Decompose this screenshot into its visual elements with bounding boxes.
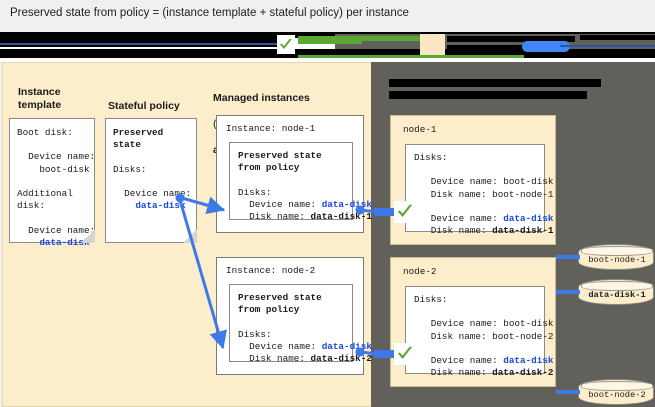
n2-data-device-key: Device name: bbox=[414, 355, 504, 367]
node-disks-box-node-2: Disks: Device name: boot-disk Disk name:… bbox=[405, 286, 553, 378]
n1-section: Disks: bbox=[414, 152, 448, 163]
managed-instance-label-node-1: Instance: node-1 bbox=[226, 123, 316, 134]
n1-boot-device-key: Device name: bbox=[414, 176, 504, 188]
stateful-policy-card: Preserved state Disks: Device name: data… bbox=[105, 118, 197, 243]
preserved-state-body-node-2: Preserved state from policy Disks: Devic… bbox=[230, 285, 372, 365]
sp-line-0: Disks: bbox=[113, 163, 147, 175]
n1-boot-disk-key: Disk name: bbox=[414, 188, 493, 200]
n2-boot-disk-value: boot-node-2 bbox=[492, 330, 554, 342]
node-disks-body-node-1: Disks: Device name: boot-disk Disk name:… bbox=[406, 145, 553, 236]
disk-label-boot-node-1: boot-node-1 bbox=[588, 255, 646, 265]
ps2-disk-value: data-disk-2 bbox=[310, 353, 372, 365]
legend-strip bbox=[0, 32, 655, 62]
right-panel-redaction-line1 bbox=[389, 79, 601, 87]
legend-green-rule-short bbox=[298, 41, 362, 44]
n2-data-disk-value: data-disk-2 bbox=[492, 367, 554, 379]
legend-check-icon bbox=[277, 35, 295, 54]
preserved-state-box-node-2: Preserved state from policy Disks: Devic… bbox=[229, 284, 372, 365]
disk-label-data-disk-1: data-disk-1 bbox=[588, 290, 646, 300]
it-line-9-data-disk: data-disk bbox=[17, 236, 90, 248]
it-line-5: Additional bbox=[17, 188, 73, 200]
node-disks-box-node-1: Disks: Device name: boot-disk Disk name:… bbox=[405, 144, 553, 236]
legend-redaction-bottom bbox=[0, 49, 655, 58]
heading-stateful-policy: Stateful policy bbox=[108, 100, 180, 112]
node-name-node-1: node-1 bbox=[403, 124, 437, 135]
ps2-device-value: data-disk bbox=[321, 340, 372, 352]
diagram-body: Instance template Stateful policy Manage… bbox=[0, 62, 655, 407]
n1-data-device-value: data-disk bbox=[503, 213, 554, 225]
connector-stub-node-1 bbox=[374, 208, 396, 216]
ps1-title: Preserved state from policy bbox=[238, 150, 322, 174]
heading-instance-template: Instance template bbox=[18, 86, 62, 111]
it-line-8: Device name: bbox=[17, 224, 96, 236]
ps2-device-key: Device name: bbox=[238, 340, 322, 352]
sp-line-2: Device name: bbox=[113, 188, 192, 200]
status-check-node-1 bbox=[394, 201, 415, 223]
node-disks-body-node-2: Disks: Device name: boot-disk Disk name:… bbox=[406, 287, 553, 378]
managed-instance-card-node-1: Instance: node-1 Preserved state from po… bbox=[216, 115, 372, 233]
ps1-section: Disks: bbox=[238, 186, 272, 198]
ps2-disk-key: Disk name: bbox=[238, 353, 311, 365]
ps2-title: Preserved state from policy bbox=[238, 292, 322, 316]
legend-redaction-right-b bbox=[447, 45, 547, 51]
legend-green-swatch bbox=[298, 36, 420, 41]
title-bar: Preserved state from policy = (instance … bbox=[0, 0, 655, 32]
instance-template-card-body: Boot disk: Device name: boot-disk Additi… bbox=[10, 119, 96, 248]
node-name-node-2: node-2 bbox=[403, 266, 437, 277]
disk-label-boot-node-2: boot-node-2 bbox=[588, 390, 646, 400]
connector-stub-node-2 bbox=[374, 350, 396, 358]
managed-instance-card-node-2: Instance: node-2 Preserved state from po… bbox=[216, 257, 372, 375]
preserved-state-body-node-1: Preserved state from policy Disks: Devic… bbox=[230, 143, 372, 223]
ps1-disk-key: Disk name: bbox=[238, 211, 311, 223]
stateful-policy-card-body: Preserved state Disks: Device name: data… bbox=[106, 119, 196, 242]
n1-boot-disk-value: boot-node-1 bbox=[492, 188, 554, 200]
ps1-disk-value: data-disk-1 bbox=[310, 211, 372, 223]
n2-data-device-value: data-disk bbox=[503, 355, 554, 367]
managed-instance-label-node-2: Instance: node-2 bbox=[226, 265, 316, 276]
legend-green-rule bbox=[298, 55, 524, 58]
n1-data-device-key: Device name: bbox=[414, 213, 504, 225]
preserved-state-box-node-1: Preserved state from policy Disks: Devic… bbox=[229, 142, 372, 223]
legend-redaction-right-a bbox=[447, 36, 575, 42]
status-check-node-2 bbox=[394, 343, 415, 365]
legend-blue-rule-right bbox=[560, 45, 655, 47]
connector-node1-to-boot-disk bbox=[556, 255, 580, 259]
page-title: Preserved state from policy = (instance … bbox=[10, 7, 409, 19]
it-line-3: boot-disk bbox=[17, 163, 90, 175]
legend-blue-rule-left bbox=[0, 43, 290, 45]
it-line-2: Device name: bbox=[17, 151, 96, 163]
n2-boot-device-key: Device name: bbox=[414, 318, 504, 330]
n2-section: Disks: bbox=[414, 294, 448, 305]
n2-boot-disk-key: Disk name: bbox=[414, 330, 493, 342]
ps1-device-key: Device name: bbox=[238, 198, 322, 210]
n2-data-disk-key: Disk name: bbox=[414, 367, 493, 379]
node-card-node-2: node-2 Disks: Device name: boot-disk Dis… bbox=[390, 257, 556, 387]
disk-cylinder-boot-node-1: boot-node-1 bbox=[578, 244, 654, 270]
legend-blue-pill-swatch bbox=[522, 41, 570, 52]
n1-data-disk-value: data-disk-1 bbox=[492, 225, 554, 237]
disk-cylinder-data-disk-1: data-disk-1 bbox=[578, 279, 654, 305]
connector-node1-to-data-disk bbox=[556, 290, 580, 294]
connector-node2-to-boot-disk bbox=[556, 390, 580, 394]
sp-line-3-data-disk: data-disk bbox=[113, 200, 186, 212]
n1-data-disk-key: Disk name: bbox=[414, 225, 493, 237]
legend-redaction-left-a bbox=[0, 37, 278, 47]
legend-cream-swatch bbox=[420, 34, 445, 55]
node-card-node-1: node-1 Disks: Device name: boot-disk Dis… bbox=[390, 115, 556, 245]
right-panel-redaction-line2 bbox=[389, 91, 587, 99]
n1-boot-device-value: boot-disk bbox=[503, 176, 554, 188]
ps2-section: Disks: bbox=[238, 328, 272, 340]
legend-redaction-top bbox=[0, 32, 655, 38]
instance-template-card: Boot disk: Device name: boot-disk Additi… bbox=[9, 118, 96, 248]
it-line-0: Boot disk: bbox=[17, 127, 73, 138]
heading-managed-instances-line1: Managed instances bbox=[213, 92, 310, 104]
legend-redaction-right-c bbox=[580, 35, 655, 40]
disk-cylinder-boot-node-2: boot-node-2 bbox=[578, 379, 654, 405]
n2-boot-device-value: boot-disk bbox=[503, 318, 554, 330]
sp-title: Preserved state bbox=[113, 127, 164, 151]
ps1-device-value: data-disk bbox=[321, 198, 372, 210]
it-line-6: disk: bbox=[17, 200, 45, 212]
